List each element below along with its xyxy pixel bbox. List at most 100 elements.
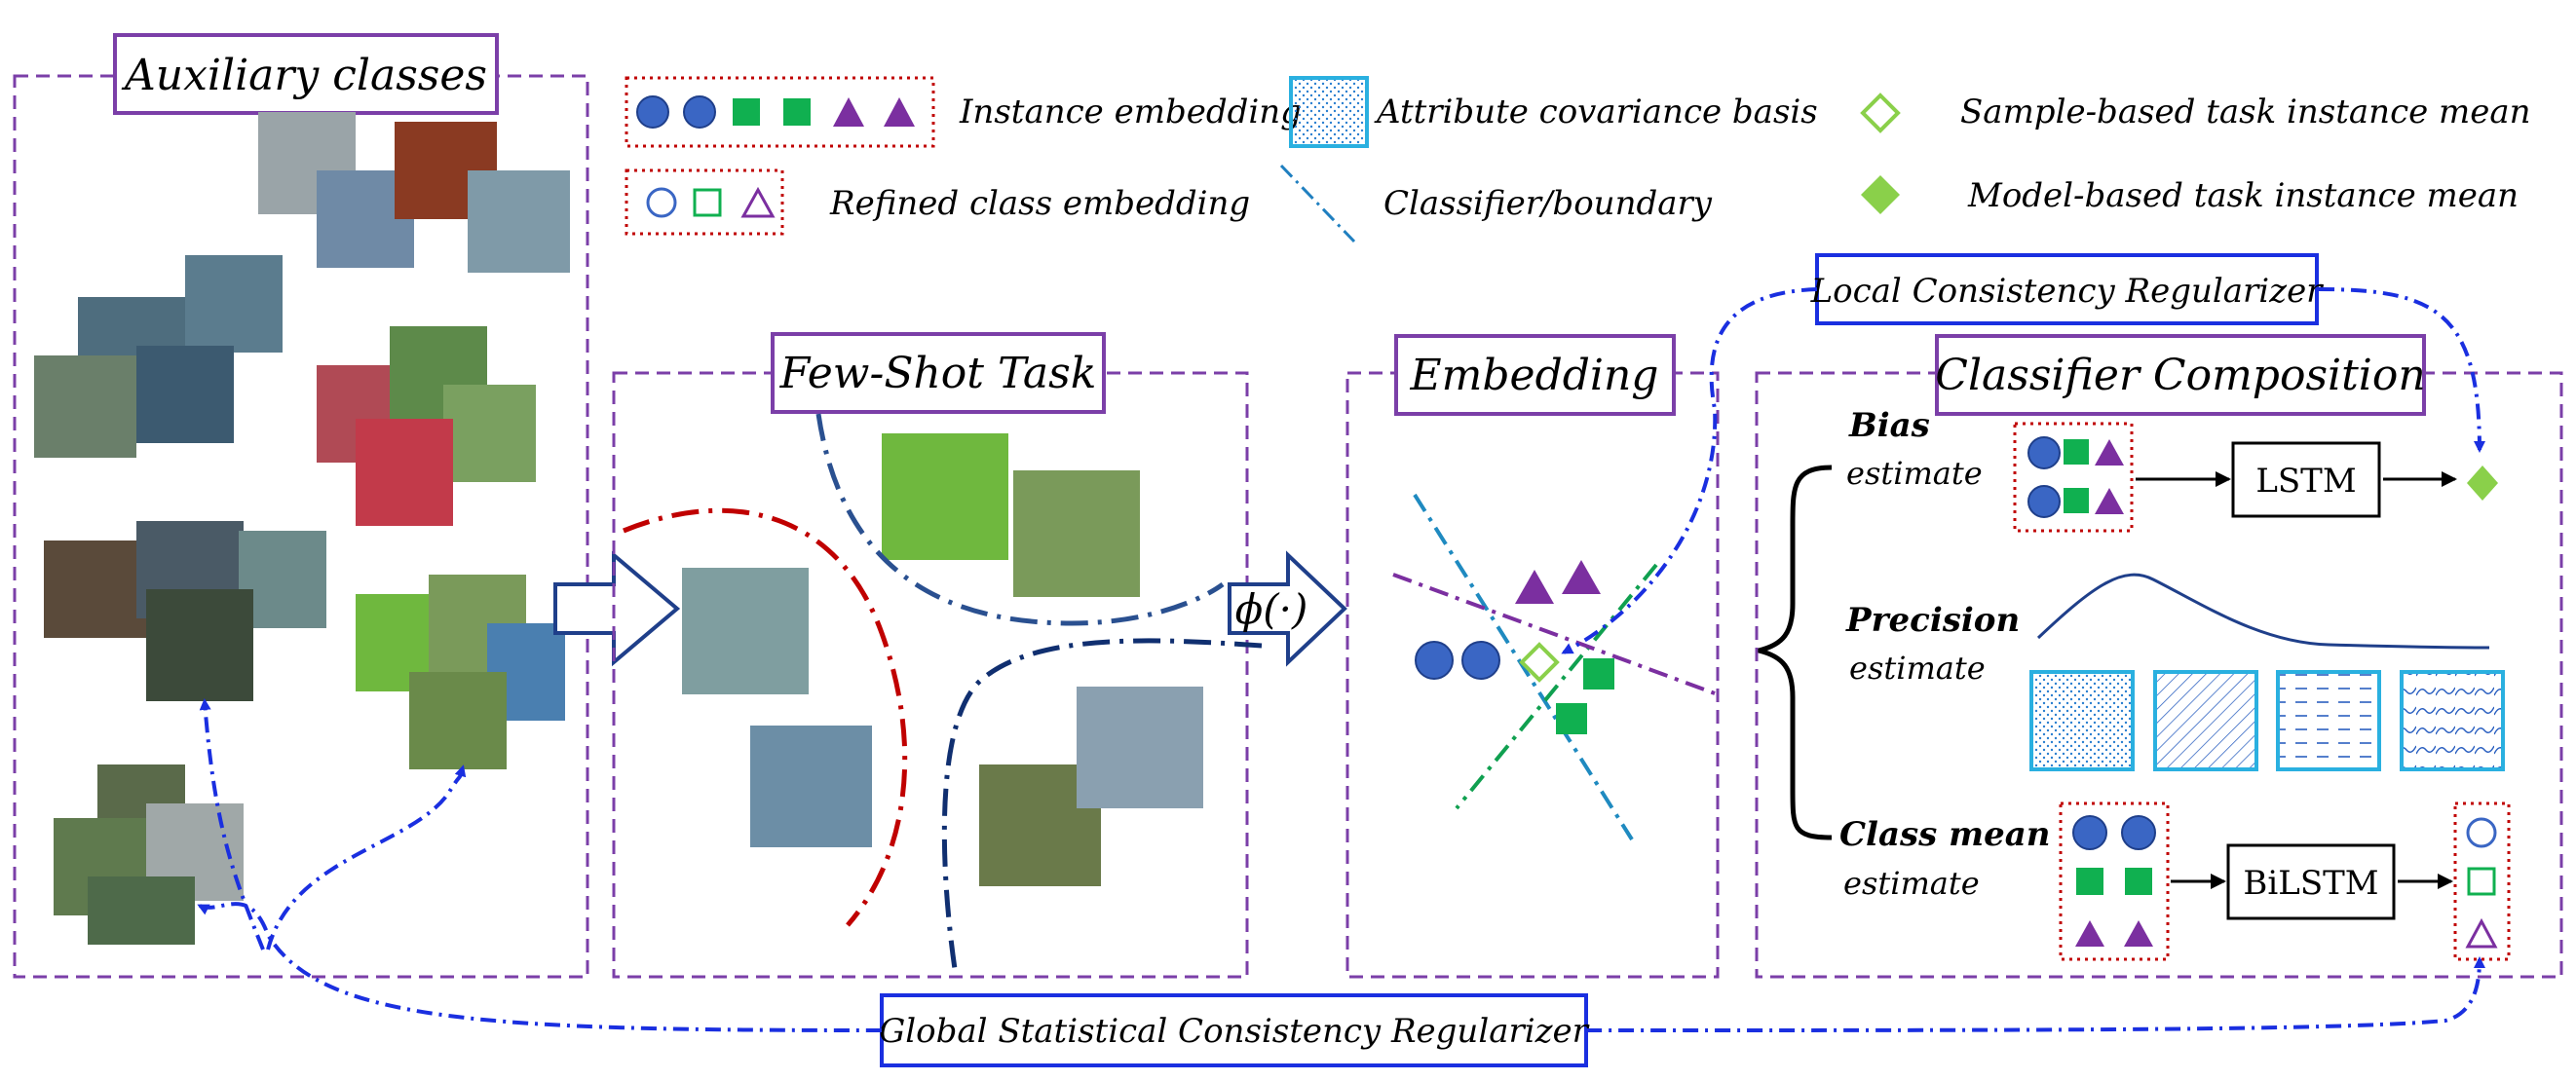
bird-photo <box>136 346 234 443</box>
local-regularizer-box <box>1815 253 2319 325</box>
triangle-glyph <box>2124 920 2153 947</box>
square-glyph <box>2064 439 2089 465</box>
hollow-circle-glyph <box>646 187 677 218</box>
hollow-triangle-glyph <box>2465 917 2498 949</box>
circle-glyph <box>2027 485 2061 518</box>
precision-sub: estimate <box>1849 650 1986 687</box>
legend-refined-class-embedding: Refined class embedding <box>829 184 1250 223</box>
global-regularizer-arrow <box>266 764 467 951</box>
legend-instance-embedding: Instance embedding <box>959 93 1302 131</box>
panel-auxiliary: Auxiliary classes <box>13 33 589 979</box>
covariance-basis-tile <box>2276 670 2381 771</box>
embedded-circle <box>1461 641 1500 680</box>
bird-photo <box>185 255 283 353</box>
global-regularizer: Global Statistical Consistency Regulariz… <box>197 698 2485 1067</box>
model-mean-diamond <box>2467 466 2498 501</box>
embedding-operator: ϕ(·) <box>1228 550 1347 667</box>
triangle-glyph <box>2095 439 2124 466</box>
phi-arrow-icon <box>1228 550 1347 667</box>
panel-border <box>612 371 1249 979</box>
panel-border <box>1755 371 2563 979</box>
global-regularizer-arrow <box>197 902 883 1032</box>
bird-photo <box>146 589 253 701</box>
embedded-square <box>1583 658 1614 690</box>
local-regularizer-arrow <box>1561 287 1818 654</box>
square-glyph <box>783 98 811 126</box>
circle-glyph <box>2072 815 2107 850</box>
panel-title-box <box>1935 334 2426 416</box>
bird-photo <box>409 672 507 769</box>
covariance-basis-tile <box>2400 670 2505 771</box>
embedding-boundary-line <box>1455 563 1658 810</box>
boundary-curve <box>941 638 1263 970</box>
boundary-curve <box>815 413 1225 626</box>
panel-title-box <box>771 332 1106 414</box>
legend-model-based-mean: Model-based task instance mean <box>1967 176 2519 215</box>
lstm-label: LSTM <box>2255 462 2356 501</box>
embedded-triangle <box>1515 570 1554 604</box>
bird-photo <box>468 170 570 273</box>
boundary-curve <box>623 507 908 927</box>
bird-photo <box>1077 687 1203 808</box>
embedded-circle <box>1415 641 1454 680</box>
sample-mean-diamond <box>1519 642 1560 683</box>
hollow-triangle-glyph <box>740 186 776 218</box>
bird-photo <box>443 385 536 482</box>
triangle-glyph <box>2075 920 2104 947</box>
hollow-square-glyph <box>693 188 722 217</box>
legend-classifier-boundary: Classifier/boundary <box>1383 184 1713 223</box>
circle-glyph <box>636 95 669 129</box>
legend-boundary-line <box>1279 164 1356 243</box>
square-glyph <box>2076 868 2103 895</box>
panel-embedding: Embedding <box>1345 334 1720 979</box>
class-mean-sub: estimate <box>1843 865 1980 902</box>
bird-photo <box>1013 470 1140 597</box>
triangle-glyph <box>884 97 915 127</box>
embedding-boundary-line <box>1392 573 1716 695</box>
brace-icon <box>1758 465 1833 840</box>
panel-fewshot: Few-Shot Task <box>612 332 1263 979</box>
panel-title-box <box>1394 334 1676 416</box>
bird-photo <box>34 355 136 458</box>
global-regularizer-label: Global Statistical Consistency Regulariz… <box>879 1012 1590 1051</box>
panel-title-embedding: Embedding <box>1410 351 1659 400</box>
legend-covariance-swatch <box>1289 76 1369 148</box>
bilstm-label: BiLSTM <box>2243 864 2378 903</box>
embedded-square <box>1556 703 1587 734</box>
bird-photo <box>882 433 1008 560</box>
bird-photo <box>682 568 809 694</box>
class-mean-title: Class mean <box>1839 815 2050 854</box>
embedding-boundary-line <box>1413 493 1634 841</box>
bird-photo <box>44 540 146 638</box>
covariance-basis-tile <box>2153 670 2258 771</box>
bird-photo <box>88 876 195 945</box>
phi-operator: ϕ(·) <box>1235 585 1308 633</box>
class-mean-output-box <box>2453 801 2511 961</box>
local-regularizer: Local Consistency Regularizer <box>1561 253 2485 654</box>
bilstm-module <box>2226 843 2396 920</box>
hollow-square-glyph <box>2467 867 2496 896</box>
legend-attribute-covariance-basis: Attribute covariance basis <box>1374 93 1818 131</box>
square-glyph <box>2064 488 2089 513</box>
precision-title: Precision <box>1845 601 2020 640</box>
legend: Instance embedding Refined class embeddi… <box>625 76 2531 243</box>
legend-solid-diamond <box>1861 175 1900 214</box>
square-glyph <box>2125 868 2152 895</box>
legend-refined-box <box>625 168 784 236</box>
gaussian-curve <box>2036 573 2490 650</box>
circle-glyph <box>2027 436 2061 469</box>
covariance-basis-tile <box>2029 670 2135 771</box>
bias-title: Bias <box>1848 406 1930 445</box>
panel-title-fewshot: Few-Shot Task <box>779 349 1097 398</box>
bird-photo <box>356 419 453 526</box>
circle-glyph <box>683 95 716 129</box>
bird-photo-cluster <box>34 112 570 945</box>
global-regularizer-arrow <box>1585 956 2485 1032</box>
bird-photo <box>750 726 872 847</box>
local-regularizer-arrow <box>2318 287 2485 453</box>
embedded-triangle <box>1562 560 1601 594</box>
local-regularizer-label: Local Consistency Regularizer <box>1810 272 2325 311</box>
triangle-glyph <box>2095 488 2124 514</box>
flow-arrow-icon <box>553 550 681 667</box>
